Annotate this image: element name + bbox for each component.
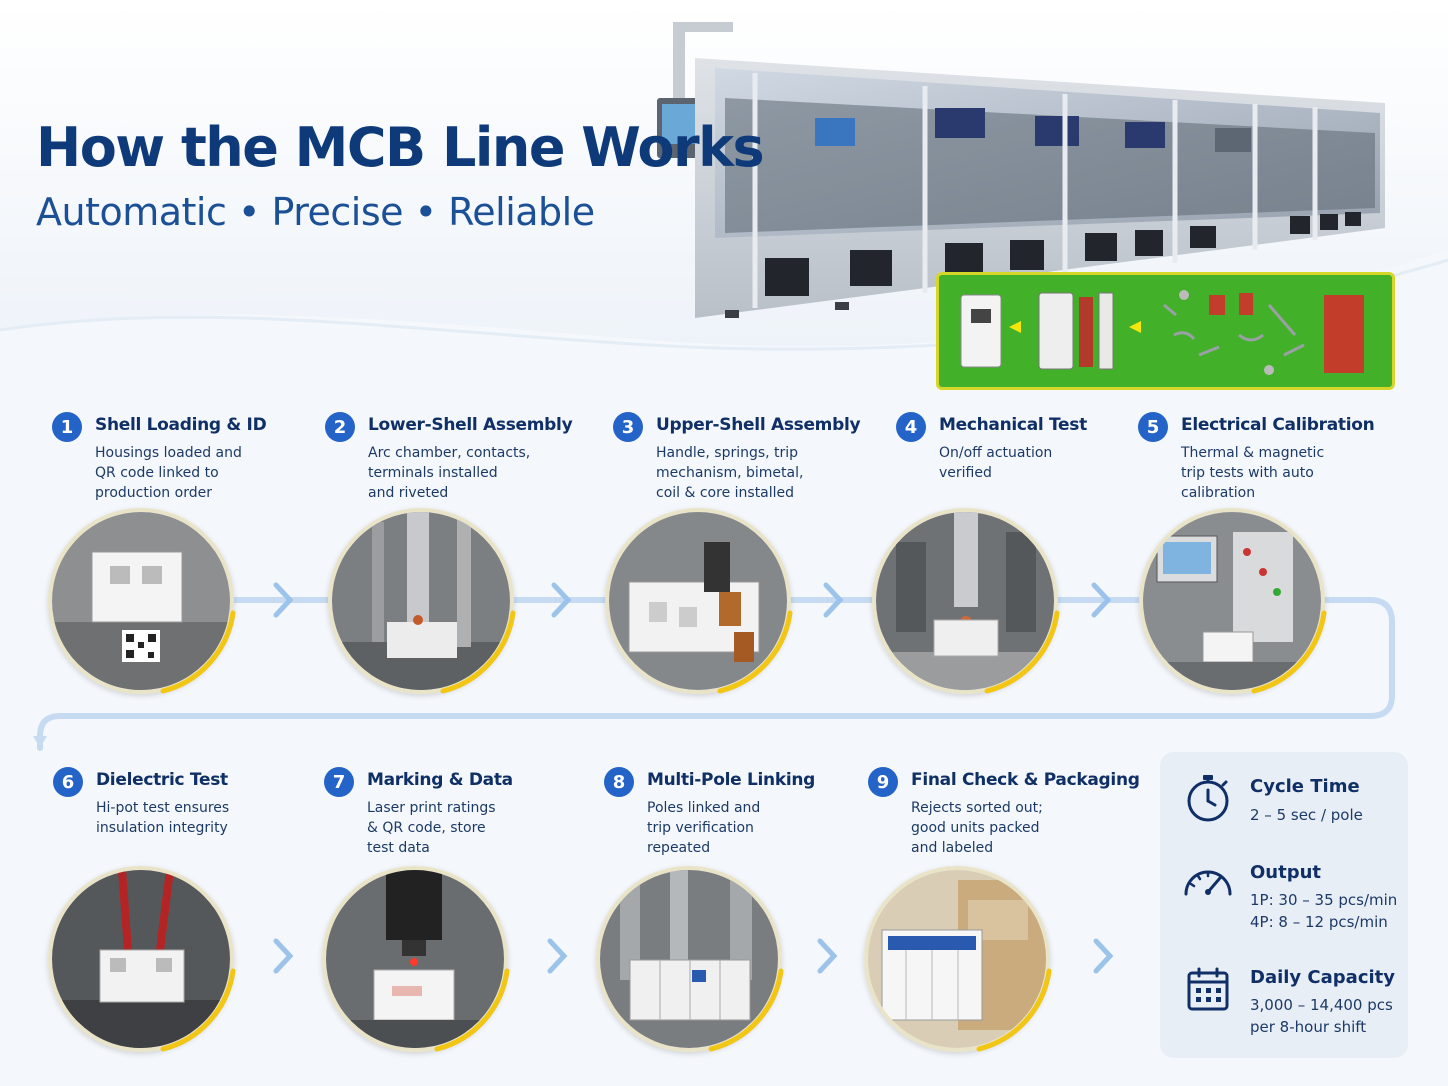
step-description: Poles linked and trip verification repea… xyxy=(647,800,761,856)
stat-value: 3,000 – 14,400 pcs per 8-hour shift xyxy=(1250,996,1393,1036)
step-number-badge: 1 xyxy=(52,412,82,442)
calibration-photo xyxy=(1139,508,1325,694)
step-description: Handle, springs, trip mechanism, bimetal… xyxy=(656,445,804,501)
qr-housing-photo xyxy=(48,508,234,694)
step-title: Lower-Shell Assembly xyxy=(368,415,573,435)
assembly-line-machine-image xyxy=(657,22,1385,318)
stat-title: Daily Capacity xyxy=(1250,967,1395,988)
actuation-photo xyxy=(872,508,1058,694)
step-number-badge: 7 xyxy=(324,767,354,797)
coil-assembly-photo xyxy=(605,508,791,694)
step-title: Mechanical Test xyxy=(939,415,1087,435)
step-description: Thermal & magnetic trip tests with auto … xyxy=(1181,445,1325,501)
step-title: Final Check & Packaging xyxy=(911,770,1140,790)
step-number-badge: 2 xyxy=(325,412,355,442)
page-subtitle: Automatic • Precise • Reliable xyxy=(36,190,595,234)
stat-title: Cycle Time xyxy=(1250,776,1360,797)
stat-value: 2 – 5 sec / pole xyxy=(1250,806,1363,824)
step-title: Upper-Shell Assembly xyxy=(656,415,861,435)
gauge-icon xyxy=(1184,870,1232,896)
packaging-photo xyxy=(864,866,1050,1052)
step-description: On/off actuation verified xyxy=(939,445,1053,481)
step-number-badge: 9 xyxy=(868,767,898,797)
stopwatch-icon xyxy=(1187,775,1229,822)
laser-photo xyxy=(322,866,508,1052)
step-title: Shell Loading & ID xyxy=(95,415,267,435)
step-title: Multi-Pole Linking xyxy=(647,770,816,790)
step-number-badge: 3 xyxy=(613,412,643,442)
step-description: Hi-pot test ensures insulation integrity xyxy=(96,800,230,836)
page-title: How the MCB Line Works xyxy=(36,116,765,179)
mcb-parts-exploded-view xyxy=(936,272,1395,390)
multipole-photo xyxy=(596,866,782,1052)
step-number-badge: 5 xyxy=(1138,412,1168,442)
stat-value: 1P: 30 – 35 pcs/min 4P: 8 – 12 pcs/min xyxy=(1250,891,1398,931)
chevron-right-icon xyxy=(1093,938,1114,974)
stats-panel: Cycle Time 2 – 5 sec / pole Output 1P: 3… xyxy=(1160,752,1408,1058)
step-description: Arc chamber, contacts, terminals install… xyxy=(368,445,531,501)
hipot-photo xyxy=(48,866,234,1052)
chevron-right-icon xyxy=(1091,582,1112,618)
step-title: Marking & Data xyxy=(367,770,513,790)
step-title: Electrical Calibration xyxy=(1181,415,1375,435)
stat-title: Output xyxy=(1250,862,1322,883)
chevron-right-icon xyxy=(547,938,568,974)
chevron-right-icon xyxy=(273,582,294,618)
chevron-right-icon xyxy=(823,582,844,618)
chevron-right-icon xyxy=(817,938,838,974)
calendar-icon xyxy=(1187,967,1229,1011)
riveting-photo xyxy=(328,508,514,694)
step-title: Dielectric Test xyxy=(96,770,228,790)
chevron-right-icon xyxy=(273,938,294,974)
step-number-badge: 6 xyxy=(53,767,83,797)
step-description: Rejects sorted out; good units packed an… xyxy=(911,800,1043,856)
step-description: Laser print ratings & QR code, store tes… xyxy=(367,800,496,856)
step-number-badge: 8 xyxy=(604,767,634,797)
step-description: Housings loaded and QR code linked to pr… xyxy=(95,445,242,501)
step-number-badge: 4 xyxy=(896,412,926,442)
chevron-right-icon xyxy=(551,582,572,618)
